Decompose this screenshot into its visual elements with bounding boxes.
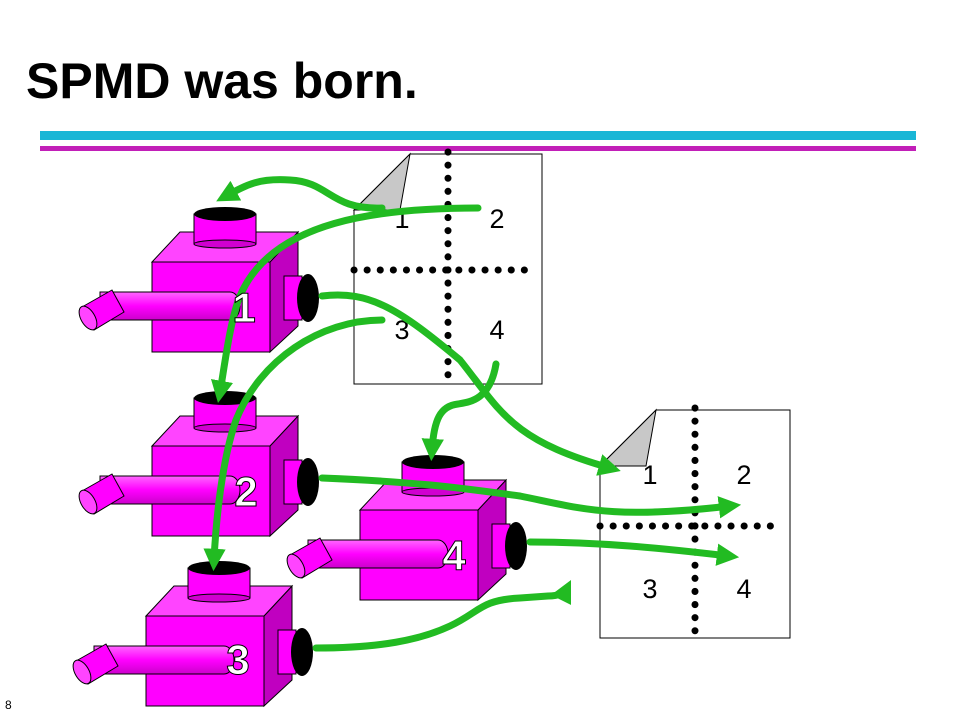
processor-2 <box>74 390 320 537</box>
arrow-processor4-to-output4 <box>526 538 740 566</box>
arrow-processor3-to-output3 <box>312 579 572 652</box>
title-underline-cyan <box>40 131 916 140</box>
arrow-processor2-to-output2 <box>318 474 742 519</box>
processor-1-label: 1 <box>232 284 255 331</box>
slide-title: SPMD was born. <box>26 53 418 109</box>
output-quadrant-2: 2 <box>736 460 751 490</box>
output-document: 1 2 3 4 <box>596 404 791 639</box>
arrow-quadrant1-to-processor1 <box>216 176 386 212</box>
processor-3 <box>68 560 314 707</box>
input-quadrant-4: 4 <box>489 315 504 345</box>
output-quadrant-4: 4 <box>736 574 751 604</box>
arrow-quadrant4-to-processor4 <box>421 360 500 462</box>
arrow-quadrant3-to-processor3 <box>203 316 386 572</box>
data-flow-arrows <box>203 176 742 652</box>
arrow-processor1-to-output1 <box>318 291 621 476</box>
page-number: 8 <box>5 698 12 712</box>
arrow-quadrant2-to-processor2 <box>210 204 482 404</box>
processor-2-label: 2 <box>234 468 257 515</box>
input-quadrant-2: 2 <box>489 204 504 234</box>
output-quadrant-3: 3 <box>642 574 657 604</box>
processor-1 <box>74 206 320 353</box>
output-quadrant-1: 1 <box>642 460 657 490</box>
title-underline-magenta <box>40 146 916 151</box>
processor-3-label: 3 <box>226 636 249 683</box>
processor-4-label: 4 <box>442 532 466 579</box>
